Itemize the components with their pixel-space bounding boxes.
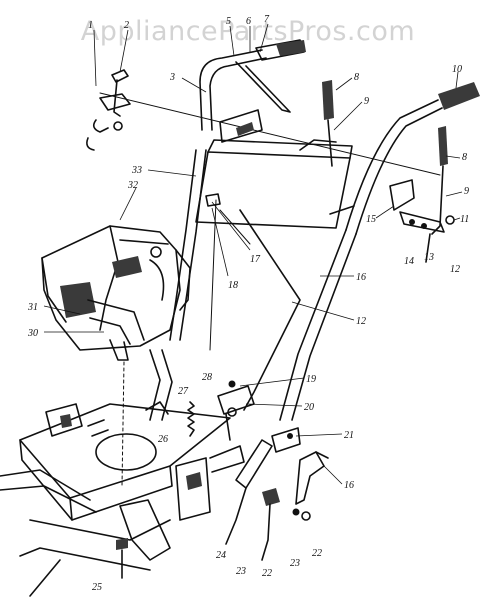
callout-5: 5 <box>226 16 231 27</box>
callout-13: 13 <box>424 252 434 263</box>
callout-8-right: 8 <box>462 152 467 163</box>
callout-23-left: 23 <box>236 566 246 577</box>
callout-8-upper: 8 <box>354 72 359 83</box>
part-18-cable <box>209 199 217 351</box>
control-panel-plate <box>195 139 353 229</box>
engine-mount-line <box>121 361 125 487</box>
part-16-right-handle <box>279 82 480 421</box>
callout-1: 1 <box>88 20 93 31</box>
part-16-lower-pedal <box>295 451 329 505</box>
part-12-rod <box>239 209 301 411</box>
callout-2: 2 <box>124 20 129 31</box>
part-25-bolt <box>116 538 128 579</box>
callout-12-right: 12 <box>450 264 460 275</box>
callout-26: 26 <box>158 434 168 445</box>
left-frame-tube <box>149 149 207 421</box>
callout-15: 15 <box>366 214 376 225</box>
part-17-cable <box>219 209 251 245</box>
part-26-base-plate <box>0 401 245 597</box>
callout-21: 21 <box>344 430 354 441</box>
callout-16-lower: 16 <box>344 480 354 491</box>
callout-32: 32 <box>127 180 138 191</box>
part-27-spring <box>187 401 195 437</box>
callout-28: 28 <box>202 372 212 383</box>
callout-3: 3 <box>169 72 175 83</box>
callout-10: 10 <box>452 64 462 75</box>
callout-labels: 1 2 3 5 6 7 8 9 10 8 9 33 32 17 18 15 11… <box>27 14 469 593</box>
callout-6: 6 <box>246 16 251 27</box>
callout-7: 7 <box>264 14 270 25</box>
callout-25: 25 <box>92 582 102 593</box>
callout-16-middle: 16 <box>356 272 366 283</box>
callout-9-upper: 9 <box>364 96 369 107</box>
callout-18: 18 <box>228 280 238 291</box>
callout-30: 30 <box>27 328 38 339</box>
callout-24: 24 <box>216 550 226 561</box>
callout-20: 20 <box>304 402 314 413</box>
callout-22-left: 22 <box>262 568 272 579</box>
callout-11: 11 <box>460 214 469 225</box>
callout-31: 31 <box>27 302 38 313</box>
callout-33: 33 <box>131 165 142 176</box>
pivot-bracket-19-20-28 <box>217 380 255 441</box>
callout-leaders <box>43 23 463 485</box>
part-3-left-handle-bar <box>199 39 306 143</box>
callout-27: 27 <box>178 386 189 397</box>
callout-17: 17 <box>250 254 261 265</box>
callout-19: 19 <box>306 374 316 385</box>
callout-9-right: 9 <box>464 186 469 197</box>
right-control-lever <box>389 126 455 263</box>
part-8-shift-lever <box>322 80 334 167</box>
part-2-lever <box>86 69 131 151</box>
alignment-line <box>99 92 441 176</box>
part-32-engine <box>41 225 191 361</box>
callout-14: 14 <box>404 256 414 267</box>
callout-22-right: 22 <box>312 548 322 559</box>
linkage-parts-21-24 <box>225 427 311 561</box>
callout-23-right: 23 <box>290 558 300 569</box>
part-17-clip <box>205 193 221 207</box>
callout-12-middle: 12 <box>356 316 366 327</box>
